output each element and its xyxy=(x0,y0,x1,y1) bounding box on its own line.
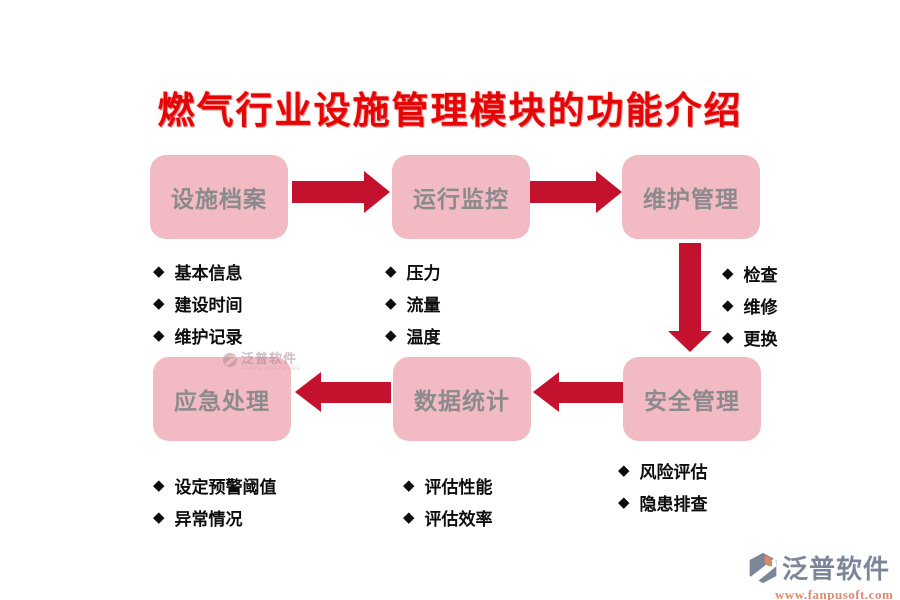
diamond-bullet-icon: ◆ xyxy=(153,263,165,280)
diamond-bullet-icon: ◆ xyxy=(618,462,630,479)
diamond-bullet-icon: ◆ xyxy=(618,494,630,511)
node-facility-archive: 设施档案 xyxy=(150,155,288,239)
list-item: ◆ 评估效率 xyxy=(403,505,493,530)
list-item: ◆ 温度 xyxy=(385,323,441,348)
diamond-bullet-icon: ◆ xyxy=(153,509,165,526)
brand-name: 泛普软件 xyxy=(782,554,891,584)
watermark-name: 泛普软件 xyxy=(241,351,298,366)
bullet-label: 维修 xyxy=(743,298,778,317)
list-item: ◆ 维修 xyxy=(722,293,778,318)
diamond-bullet-icon: ◆ xyxy=(153,295,165,312)
list-item: ◆ 隐患排查 xyxy=(618,490,708,515)
diamond-bullet-icon: ◆ xyxy=(722,297,734,314)
arrow-left-icon xyxy=(295,372,391,413)
diamond-bullet-icon: ◆ xyxy=(722,265,734,282)
fanpu-brand: 泛普软件 www.fanpusoft.com xyxy=(747,549,897,600)
list-item: ◆ 设定预警阈值 xyxy=(153,473,277,498)
bullet-list-facility-archive: ◆ 基本信息 ◆ 建设时间 ◆ 维护记录 xyxy=(153,259,243,348)
diamond-bullet-icon: ◆ xyxy=(153,477,165,494)
arrow-right-icon xyxy=(292,171,390,213)
list-item: ◆ 异常情况 xyxy=(153,505,277,530)
bullet-list-emergency: ◆ 设定预警阈值 ◆ 异常情况 xyxy=(153,473,277,530)
list-item: ◆ 检查 xyxy=(722,261,778,286)
bullet-label: 流量 xyxy=(406,296,441,315)
bullet-label: 基本信息 xyxy=(174,264,243,283)
list-item: ◆ 建设时间 xyxy=(153,291,243,316)
node-label: 维护管理 xyxy=(643,186,739,212)
list-item: ◆ 基本信息 xyxy=(153,259,243,284)
arrow-down-icon xyxy=(668,243,712,352)
node-label: 应急处理 xyxy=(174,388,270,414)
list-item: ◆ 流量 xyxy=(385,291,441,316)
list-item: ◆ 维护记录 xyxy=(153,323,243,348)
diamond-bullet-icon: ◆ xyxy=(403,477,415,494)
node-label: 设施档案 xyxy=(171,186,267,212)
node-emergency-handling: 应急处理 xyxy=(153,357,291,441)
node-label: 运行监控 xyxy=(413,186,509,212)
page-title: 燃气行业设施管理模块的功能介绍 xyxy=(157,90,743,131)
bullet-label: 建设时间 xyxy=(174,296,243,315)
bullet-label: 温度 xyxy=(406,328,441,347)
bullet-label: 风险评估 xyxy=(639,463,708,482)
arrow-right-icon xyxy=(530,171,622,213)
watermark-subtitle: FANPU SOFTWARE xyxy=(241,366,302,372)
bullet-list-safety: ◆ 风险评估 ◆ 隐患排查 xyxy=(618,458,708,515)
bullet-list-maintenance: ◆ 检查 ◆ 维修 ◆ 更换 xyxy=(722,261,778,350)
diamond-bullet-icon: ◆ xyxy=(153,327,165,344)
bullet-list-operation-monitoring: ◆ 压力 ◆ 流量 ◆ 温度 xyxy=(385,259,441,348)
diamond-bullet-icon: ◆ xyxy=(722,329,734,346)
node-safety-management: 安全管理 xyxy=(623,357,761,441)
bullet-label: 评估效率 xyxy=(424,510,493,529)
node-label: 安全管理 xyxy=(644,388,740,414)
list-item: ◆ 压力 xyxy=(385,259,441,284)
bullet-label: 维护记录 xyxy=(174,328,243,347)
diamond-bullet-icon: ◆ xyxy=(403,509,415,526)
list-item: ◆ 更换 xyxy=(722,325,778,350)
list-item: ◆ 评估性能 xyxy=(403,473,493,498)
bullet-label: 压力 xyxy=(406,264,441,283)
fanpu-logo-icon xyxy=(749,552,777,583)
node-label: 数据统计 xyxy=(414,388,510,414)
bullet-label: 更换 xyxy=(743,330,778,349)
bullet-label: 隐患排查 xyxy=(639,495,708,514)
arrow-left-icon xyxy=(533,372,623,413)
bullet-label: 异常情况 xyxy=(174,510,243,529)
node-maintenance-management: 维护管理 xyxy=(622,155,760,239)
bullet-label: 检查 xyxy=(743,266,778,285)
bullet-list-statistics: ◆ 评估性能 ◆ 评估效率 xyxy=(403,473,493,530)
bullet-label: 评估性能 xyxy=(424,478,493,497)
fanpu-watermark: 泛普软件 FANPU SOFTWARE xyxy=(222,352,301,372)
diamond-bullet-icon: ◆ xyxy=(385,295,397,312)
brand-url: www.fanpusoft.com xyxy=(775,587,894,600)
fanpu-logo-icon xyxy=(222,352,238,368)
diamond-bullet-icon: ◆ xyxy=(385,327,397,344)
list-item: ◆ 风险评估 xyxy=(618,458,708,483)
diamond-bullet-icon: ◆ xyxy=(385,263,397,280)
node-operation-monitoring: 运行监控 xyxy=(392,155,530,239)
node-data-statistics: 数据统计 xyxy=(393,357,531,441)
bullet-label: 设定预警阈值 xyxy=(174,478,277,497)
